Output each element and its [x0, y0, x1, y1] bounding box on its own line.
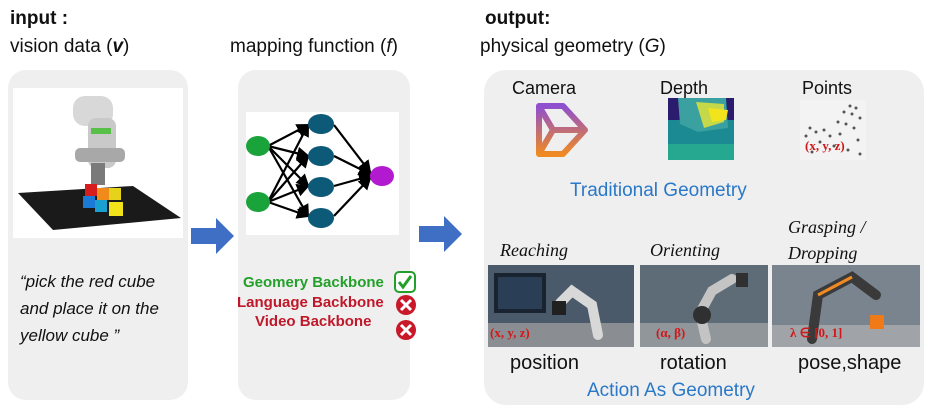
- orienting-math-label: (α, β): [656, 325, 686, 340]
- camera-label: Camera: [512, 78, 577, 98]
- grasping-math-label: λ ∈ [0, 1]: [790, 325, 843, 340]
- instruction-quote: “pick the red cube and place it on the y…: [20, 272, 159, 345]
- arrow-right-icon: [419, 216, 462, 252]
- grasping-robot-image: λ ∈ [0, 1]: [772, 265, 920, 347]
- backbone-geometry-label: Geomery Backbone: [243, 274, 384, 291]
- reaching-math-label: (x, y, z): [490, 325, 530, 340]
- traditional-geometry-heading: Traditional Geometry: [570, 180, 747, 201]
- action-as-geometry-heading: Action As Geometry: [587, 380, 755, 401]
- neural-network-diagram: [246, 112, 399, 235]
- reaching-robot-image: (x, y, z): [488, 265, 634, 347]
- robot-scene-image: [13, 88, 183, 238]
- rotation-caption: rotation: [660, 352, 727, 374]
- points-math-label: (x, y, z): [805, 138, 845, 153]
- camera-icon: [536, 103, 588, 157]
- point-cloud-image: (x, y, z): [800, 100, 866, 160]
- reaching-tag: Reaching: [500, 240, 568, 260]
- backbone-video-label: Video Backbone: [255, 313, 372, 330]
- pose-shape-caption: pose,shape: [798, 352, 902, 374]
- cross-icon: [396, 295, 416, 315]
- orienting-tag: Orienting: [650, 240, 720, 260]
- backbone-language-label: Language Backbone: [237, 294, 384, 311]
- check-icon: [394, 271, 416, 293]
- depth-map-image: [668, 98, 734, 160]
- orienting-robot-image: (α, β): [640, 265, 768, 347]
- cross-icon: [396, 320, 416, 340]
- mapping-title: mapping function (f): [230, 36, 398, 57]
- output-title: output:: [485, 8, 551, 29]
- input-title: input :: [10, 8, 69, 29]
- depth-label: Depth: [660, 78, 709, 98]
- points-label: Points: [802, 78, 853, 98]
- arrow-right-icon: [191, 218, 234, 254]
- output-subtitle: physical geometry (G): [480, 36, 666, 57]
- input-subtitle: vision data (v): [10, 36, 130, 57]
- position-caption: position: [510, 352, 579, 374]
- grasping-tag: Grasping / Dropping: [788, 217, 866, 263]
